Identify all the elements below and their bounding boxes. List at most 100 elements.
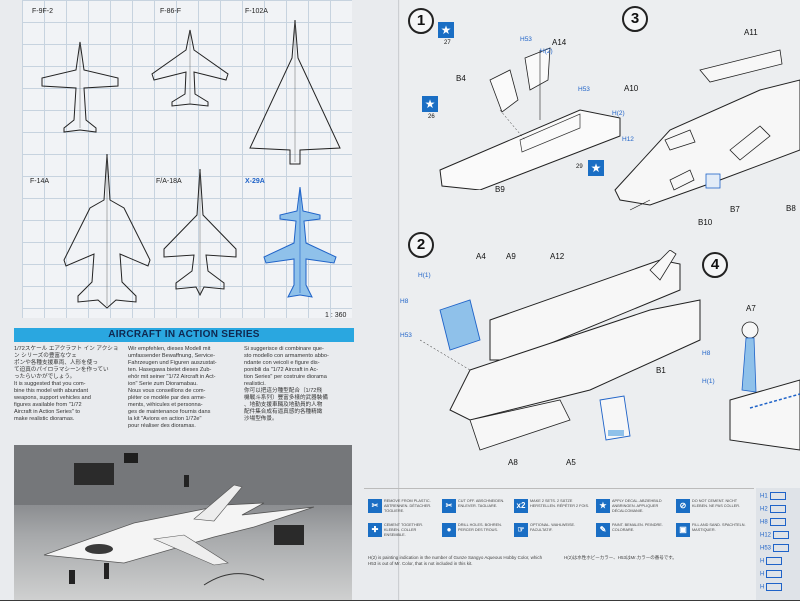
hint-h53: H53 <box>578 86 590 93</box>
text-line: realistici. <box>244 381 266 387</box>
chip-label: H53 <box>760 545 772 552</box>
text-line: Aircraft in Action Series" to <box>14 409 81 415</box>
color-chip: H8 <box>760 518 796 528</box>
knife-icon: ✂ <box>368 499 382 513</box>
text-line: ten. Hasegawa bietet dieses Zub- <box>128 367 212 373</box>
step-4-diagram <box>729 321 800 451</box>
step-1-number: 1 <box>408 8 434 34</box>
text-line: 沙場型佈景。 <box>244 416 278 422</box>
cut-icon: ✂ <box>442 499 456 513</box>
part-b10: B10 <box>698 218 713 227</box>
legend-text: PAINT. BEMALEN. PEINDRE. COLORARE. <box>612 523 663 532</box>
text-line: la kit "Avions en action 1/72e" <box>128 416 202 422</box>
drill-icon: ● <box>442 523 456 537</box>
text-line: 你可以把這分種型配合〔1/72飛 <box>244 388 323 394</box>
text-line: ges de maintenance fournis dans <box>128 409 211 415</box>
decal-29: 29 <box>576 164 583 170</box>
f14a-silhouette <box>63 153 151 309</box>
hint-h1: H(1) <box>702 378 715 385</box>
decal-icon: ★ <box>596 499 610 513</box>
text-line: て迫真のパイロラマシーンを作ってい <box>14 367 109 373</box>
text-line: pléter ce modèle par des arme- <box>128 395 206 401</box>
hand-icon: ☞ <box>514 523 528 537</box>
text-line: Nous vous conseillons de com- <box>128 388 206 394</box>
scale-label: 1 : 360 <box>325 312 347 319</box>
step-3-number: 3 <box>622 6 648 32</box>
decal-star-icon: ★ <box>422 96 438 112</box>
legend-text: REMOVE FROM PLASTIC. ABTRENNEN. DÉTACHER… <box>384 499 432 513</box>
f9f2-silhouette <box>41 41 119 133</box>
color-chip: H12 <box>760 531 796 541</box>
text-line: ponibili da "1/72 Aircraft in Ac- <box>244 367 319 373</box>
step-4-number: 4 <box>702 252 728 278</box>
text-column-3: Si suggerisce di combinare que- sto mode… <box>244 346 356 423</box>
color-chip: H2 <box>760 505 796 515</box>
chip-label: H <box>760 571 765 578</box>
part-b1: B1 <box>656 366 666 375</box>
part-a12: A12 <box>550 252 565 261</box>
paint-note-en: H(2) is painting indication in the numbe… <box>368 555 543 566</box>
fill-icon: ▣ <box>676 523 690 537</box>
text-line: 1/72スケール エアクラフト イン アクション シリーズの豊富なウェ <box>14 346 119 359</box>
chip-label: H12 <box>760 532 772 539</box>
part-a9: A9 <box>506 252 516 261</box>
aircraft-label-f14a: F-14A <box>30 178 50 185</box>
legend-text: CUT OFF. ABSCHNEIDEN. ENLEVER. TAGLIARE. <box>458 499 505 508</box>
step-2-diagram <box>419 250 701 451</box>
paint-note-jp: H(2)は水性ホビーカラー、H53はMr.カラーの番号です。 <box>564 555 677 560</box>
text-line: ポンや各種支援車両、人形を使っ <box>14 360 98 366</box>
text-line: figures available from "1/72 <box>14 402 82 408</box>
color-chip: H <box>760 570 796 580</box>
part-b7: B7 <box>730 205 740 214</box>
text-line: sto modello con armamento abbo- <box>244 353 329 359</box>
hint-h53: H53 <box>400 332 412 339</box>
text-line: It is suggested that you com- <box>14 381 86 387</box>
color-chip-column: H1 H2 H8 H12 H53 H H H <box>756 488 800 600</box>
aircraft-grid <box>22 0 352 318</box>
text-column-1: 1/72スケール エアクラフト イン アクション シリーズの豊富なウェ ポンや各… <box>14 346 124 423</box>
photo-scene <box>14 445 352 586</box>
left-page: F-9F-2 F-86-F F-102A F-14A F/A-18A X-29A… <box>0 0 400 600</box>
decal-star-icon: ★ <box>438 22 454 38</box>
legend-text: CEMENT TOGETHER. KLEBEN. COLLER ENSEMBLE… <box>384 523 424 537</box>
decal-26: 26 <box>428 114 435 120</box>
text-line: ehör mit seiner "1/72 Aircraft in Act- <box>128 374 216 380</box>
hint-h2: H(2) <box>612 110 625 117</box>
color-chip: H <box>760 583 796 593</box>
step-2-number: 2 <box>408 232 434 258</box>
chip-label: H <box>760 558 765 565</box>
text-line: Fahrzeugen und Figuren auszustat- <box>128 360 217 366</box>
hint-h12: H12 <box>622 136 634 143</box>
text-line: 機戰斗系列〕豐富多樣的武器裝備 <box>244 395 328 401</box>
text-line: 、地勤支援車輛及地勤員的人物 <box>244 402 323 408</box>
do-not-cement-icon: ⊘ <box>676 499 690 513</box>
part-b4: B4 <box>456 74 466 83</box>
part-b9: B9 <box>495 185 505 194</box>
part-a5: A5 <box>566 458 576 467</box>
part-a11: A11 <box>744 28 758 37</box>
chip-label: H2 <box>760 506 768 513</box>
chip-label: H1 <box>760 493 768 500</box>
color-chip: H53 <box>760 544 796 554</box>
text-column-2: Wir empfehlen, dieses Modell mit umfasse… <box>128 346 240 430</box>
text-line: bine this model with abundant <box>14 388 89 394</box>
aircraft-label-fa18a: F/A-18A <box>156 178 182 185</box>
part-a7: A7 <box>746 304 756 313</box>
x29-hangar-photo <box>14 445 352 600</box>
text-line: umfassender Bewaffnung, Service- <box>128 353 215 359</box>
x29a-silhouette <box>263 186 337 298</box>
series-banner: AIRCRAFT IN ACTION SERIES <box>14 328 354 342</box>
part-a4: A4 <box>476 252 486 261</box>
step-3-diagram <box>614 49 800 211</box>
hint-h8: H8 <box>702 350 711 357</box>
legend-text: DO NOT CEMENT. NICHT KLEBEN. NE PAS COLL… <box>692 499 741 508</box>
x2-icon: x2 <box>514 499 528 513</box>
fa18a-silhouette <box>163 168 237 297</box>
chip-label: H8 <box>760 519 768 526</box>
instruction-legend: ✂ REMOVE FROM PLASTIC. ABTRENNEN. DÉTACH… <box>364 488 754 601</box>
legend-text: APPLY DECAL. ABZIEHBILD ANBRINGEN. APPLI… <box>612 499 662 513</box>
aircraft-label-x29a: X-29A <box>245 178 265 185</box>
step-1-diagram <box>439 47 621 190</box>
text-line: pour réaliser des dioramas. <box>128 423 196 429</box>
hint-h53: H53 <box>520 36 532 43</box>
